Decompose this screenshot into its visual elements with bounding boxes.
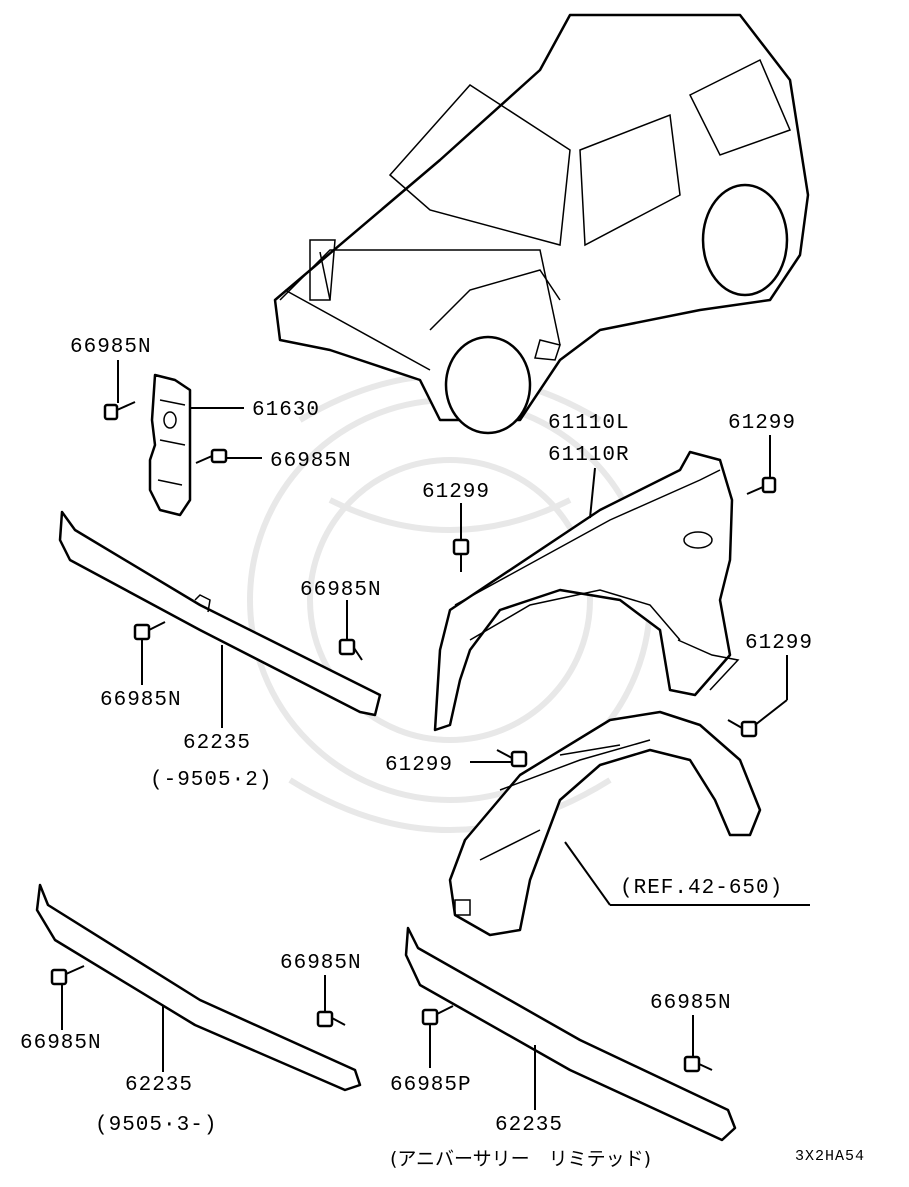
screw-icon	[50, 965, 85, 986]
label-ref: (REF.42-650)	[620, 877, 783, 900]
label-61299: 61299	[728, 412, 796, 435]
label-66985n: 66985N	[70, 336, 152, 359]
label-62235-range: (-9505·2)	[150, 769, 272, 792]
screw-icon	[727, 719, 758, 738]
trim-62235-a	[58, 510, 382, 717]
screw-icon	[683, 1055, 713, 1073]
label-61110r: 61110R	[548, 444, 630, 467]
label-66985n: 66985N	[20, 1032, 102, 1055]
label-62235: 62235	[495, 1114, 563, 1137]
leader-lines	[61, 360, 810, 1110]
label-62235-range: (9505·3-)	[95, 1114, 217, 1137]
label-61299: 61299	[745, 632, 813, 655]
screw-icon	[452, 538, 470, 572]
label-61110l: 61110L	[548, 412, 630, 435]
screw-icon	[103, 401, 136, 421]
label-66985n: 66985N	[100, 689, 182, 712]
screw-icon	[746, 476, 777, 495]
label-61299: 61299	[422, 481, 490, 504]
label-61299: 61299	[385, 754, 453, 777]
label-66985n: 66985N	[280, 952, 362, 975]
label-66985n: 66985N	[650, 992, 732, 1015]
trim-62235-b	[35, 883, 362, 1092]
screw-icon	[195, 448, 228, 464]
trim-62235-c	[404, 926, 737, 1142]
fender-liner	[448, 710, 762, 937]
label-66985n: 66985N	[300, 579, 382, 602]
label-62235: 62235	[183, 732, 251, 755]
vehicle-illustration	[273, 13, 810, 435]
screw-icon	[421, 1005, 454, 1026]
label-62235-note: (アニバーサリー リミテッド)	[390, 1148, 651, 1170]
label-62235: 62235	[125, 1074, 193, 1097]
label-61630: 61630	[252, 399, 320, 422]
screw-icon	[133, 621, 166, 641]
fender-61110	[433, 450, 740, 732]
drawing-code: 3X2HA54	[795, 1148, 865, 1165]
label-66985p: 66985P	[390, 1074, 472, 1097]
fastener-icons	[50, 401, 777, 1073]
bracket-61630	[148, 373, 192, 517]
label-66985n: 66985N	[270, 450, 352, 473]
screw-icon	[496, 749, 528, 768]
screw-icon	[316, 1010, 346, 1028]
screw-icon	[338, 638, 363, 661]
